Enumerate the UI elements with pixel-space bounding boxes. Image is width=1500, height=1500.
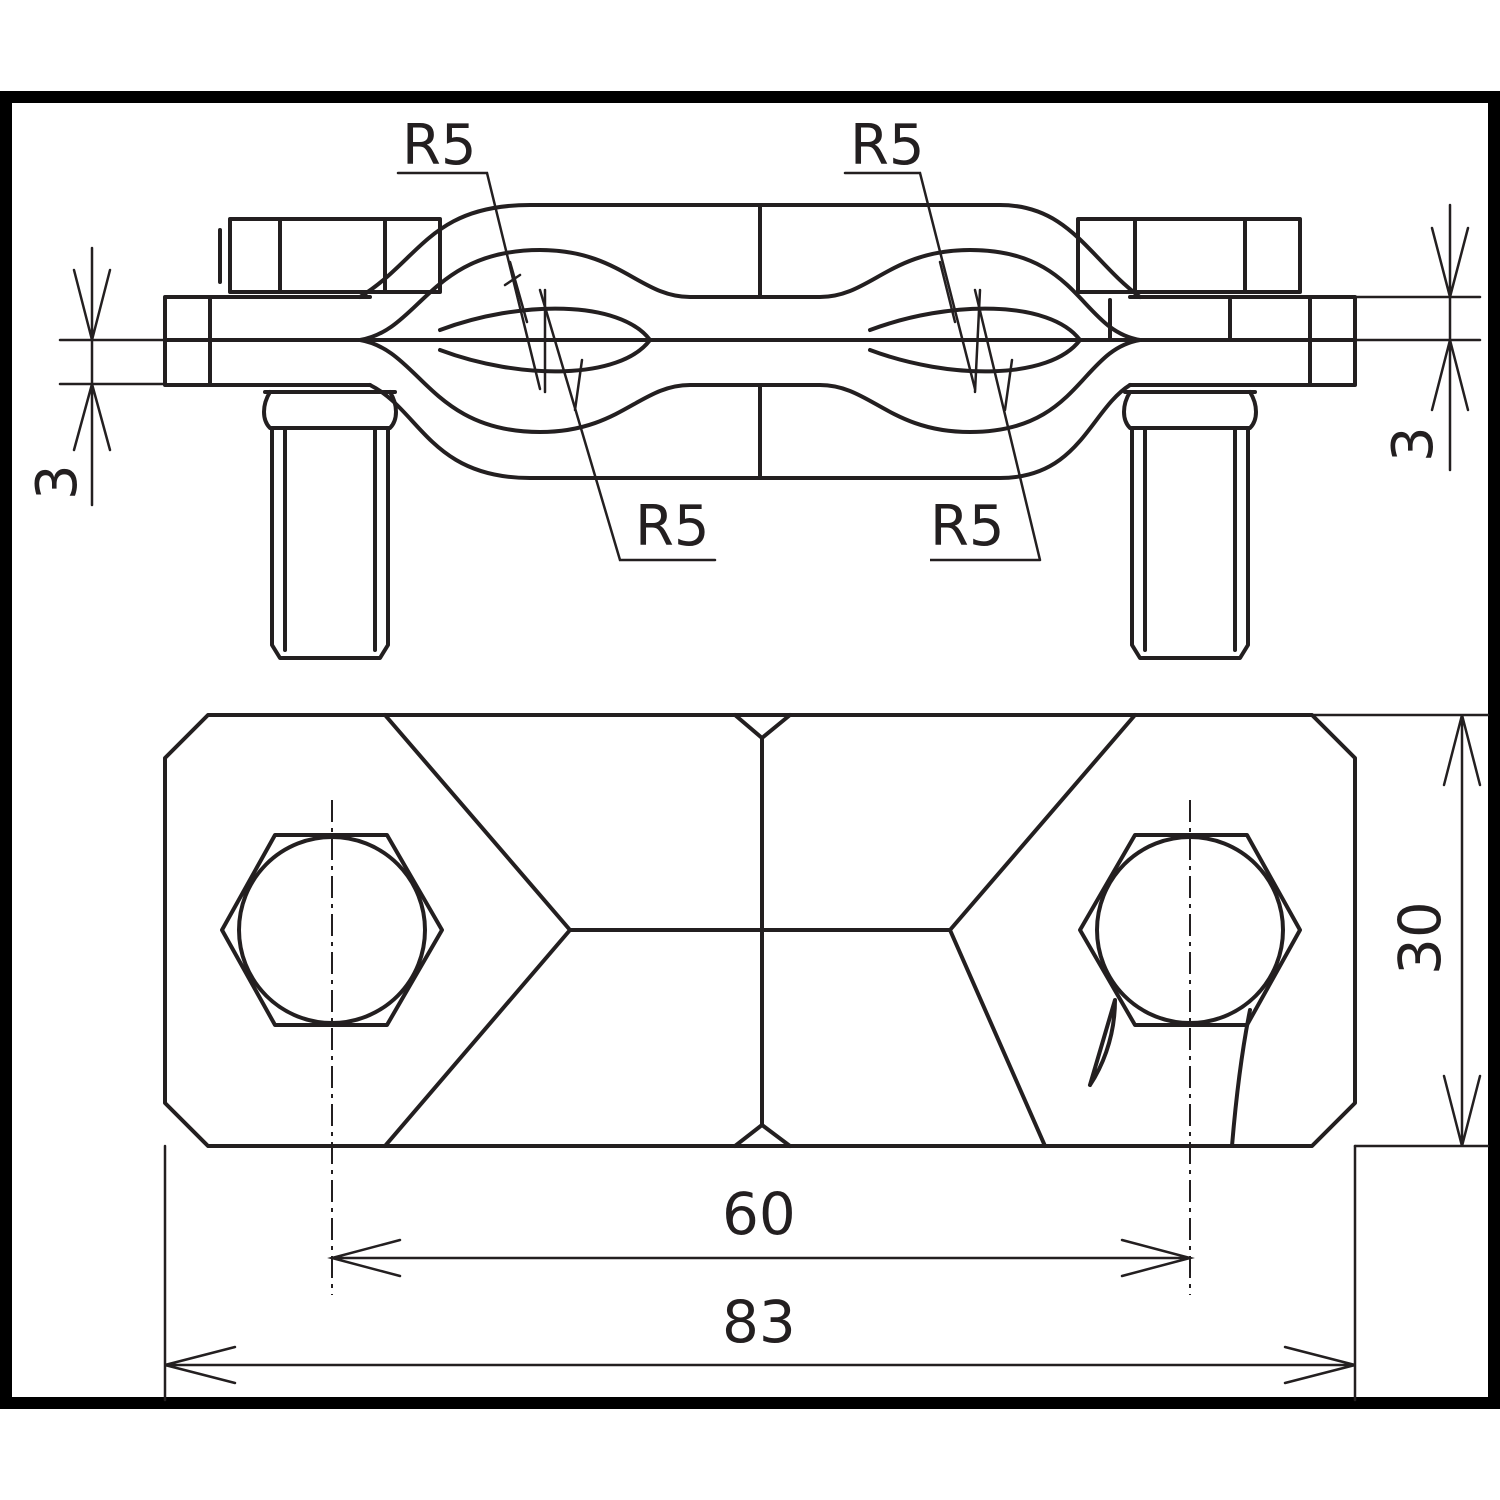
flange-left (163, 295, 372, 387)
lower-groove (358, 338, 1142, 434)
upper-body-split (538, 203, 1002, 299)
leader-r5-bottom-right (930, 288, 1042, 562)
hex-nut-right (1076, 217, 1302, 294)
label-r5-bottom-right: R5 (930, 494, 1005, 559)
label-thickness-left: 3 (25, 464, 90, 500)
label-r5-top-right: R5 (850, 113, 925, 178)
side-view: R5 R5 R5 R5 3 3 (25, 113, 1482, 660)
dim-overall-length (163, 1144, 1357, 1402)
dim-overall-width (1310, 713, 1490, 1148)
label-thickness-right: 3 (1381, 426, 1446, 462)
upper-groove (358, 248, 1142, 342)
label-r5-top-left: R5 (402, 113, 477, 178)
dim-thickness-right (1353, 203, 1482, 472)
dim-hole-spacing (327, 1238, 1195, 1278)
washer-plan-right (1095, 835, 1285, 1025)
label-r5-bottom-left: R5 (635, 494, 710, 559)
lower-body-outline (368, 383, 1132, 480)
leader-arrow-top-right (938, 260, 1014, 412)
leader-r5-top-left (396, 171, 542, 391)
leader-r5-top-right (843, 171, 977, 391)
bolt-shank-left (270, 426, 390, 660)
plate-centre-split (733, 713, 792, 1148)
label-overall-length: 83 (722, 1288, 796, 1356)
leader-r5-bottom-left (538, 288, 717, 562)
hex-nut-plan-left (220, 833, 444, 1027)
upper-body-outline (358, 203, 1142, 299)
bolt-shank-right (1130, 426, 1250, 660)
label-hole-spacing: 60 (722, 1180, 796, 1248)
washer-plan-left (237, 835, 427, 1025)
top-view: 60 83 30 (163, 713, 1490, 1402)
bolt-head-right (1122, 390, 1258, 430)
label-overall-width: 30 (1386, 901, 1454, 975)
plate-outline (163, 713, 1357, 1148)
bolt-head-left (262, 390, 398, 430)
flange-right (1108, 295, 1357, 387)
hex-nut-left (218, 217, 442, 294)
drawing-frame (0, 91, 1500, 1409)
leader-arrow-top-left (503, 260, 529, 324)
hex-nut-plan-right (1078, 833, 1302, 1027)
dim-thickness-left (58, 246, 167, 507)
